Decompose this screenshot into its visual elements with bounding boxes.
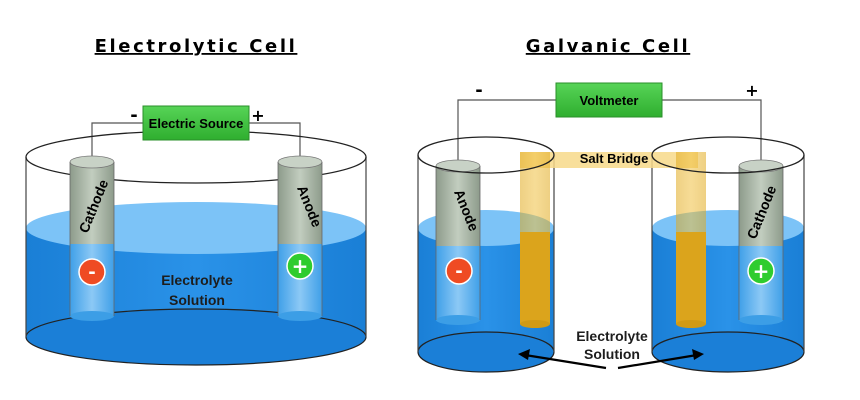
arrow-right-head-icon <box>692 349 704 360</box>
electric-source-box <box>142 105 250 141</box>
negative-charge-icon-galvanic <box>445 257 473 285</box>
positive-charge-icon <box>286 252 314 280</box>
cathode-electrode-galvanic: Cathode <box>738 159 784 325</box>
solution-label-line1-galvanic: Electrolyte <box>576 328 648 344</box>
left-beaker-rim <box>417 136 555 174</box>
source-minus-sign: - <box>130 105 137 126</box>
cathode-electrode: Cathode <box>69 155 115 321</box>
negative-sign-text: - <box>88 262 95 283</box>
title-electrolytic: Electrolytic Cell <box>95 36 298 57</box>
wire-left-galvanic <box>457 99 556 160</box>
solution-arrows <box>524 353 698 370</box>
solution-label-line2-galvanic: Solution <box>584 346 640 362</box>
anode-electrode-galvanic: Anode <box>435 159 482 325</box>
negative-charge-icon <box>78 258 106 286</box>
voltmeter-plus-sign: + <box>745 81 758 100</box>
right-beaker-bottom <box>651 331 805 373</box>
positive-charge-icon-galvanic <box>747 257 775 285</box>
title-galvanic: Galvanic Cell <box>526 36 690 57</box>
anode-electrode: Anode <box>277 155 325 321</box>
electric-source-label: Electric Source <box>149 116 244 131</box>
wire-right <box>249 122 301 166</box>
voltmeter-minus-sign: - <box>475 80 482 101</box>
right-beaker-rim <box>651 136 805 174</box>
positive-sign-text-galvanic: + <box>753 259 770 283</box>
electrolytic-cell: Cathode Anode - + Electrolyte Solution E… <box>25 105 367 366</box>
arrow-left-head-icon <box>518 349 530 360</box>
voltmeter-label: Voltmeter <box>580 93 639 108</box>
solution-label-line1-electrolytic: Electrolyte <box>161 272 233 288</box>
voltmeter-box <box>555 82 663 118</box>
wire-right-galvanic <box>662 99 762 160</box>
left-beaker-bottom <box>417 331 555 373</box>
source-plus-sign: + <box>251 106 264 125</box>
negative-sign-text-galvanic: - <box>455 261 462 282</box>
solution-label-line2-electrolytic: Solution <box>169 292 225 308</box>
galvanic-cell: Salt Bridge Anode Cathode - + <box>417 80 805 373</box>
salt-bridge-label: Salt Bridge <box>580 151 649 166</box>
salt-bridge <box>520 152 706 328</box>
wire-left <box>91 122 143 166</box>
positive-sign-text: + <box>292 254 309 278</box>
